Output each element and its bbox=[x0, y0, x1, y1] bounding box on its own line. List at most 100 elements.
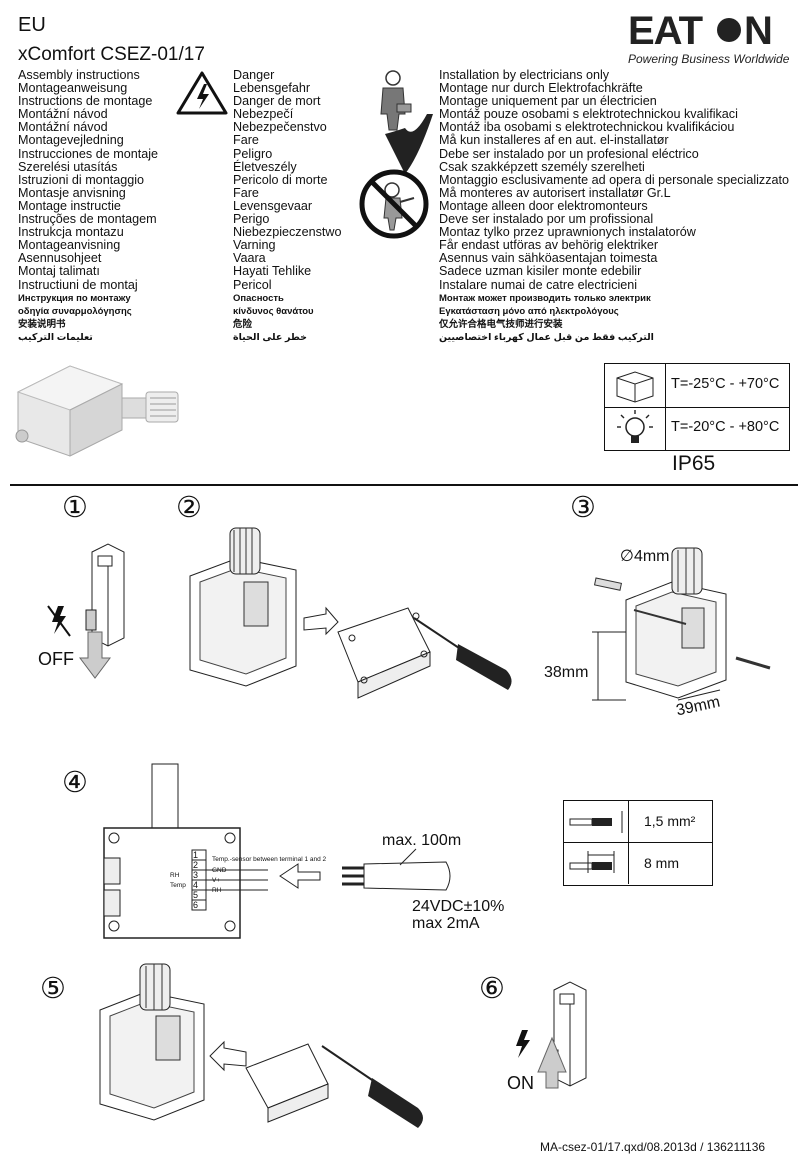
list-item: Montaggio esclusivamente ad opera di per… bbox=[439, 172, 790, 187]
list-item: 危险 bbox=[233, 318, 253, 330]
list-item: Fare bbox=[233, 133, 259, 148]
list-item: Nebezpečenstvo bbox=[233, 120, 327, 135]
list-item: Peligro bbox=[233, 146, 273, 161]
list-item: Fare bbox=[233, 185, 259, 200]
close-housing-illustration bbox=[96, 960, 436, 1150]
step-2-number: ② bbox=[176, 492, 202, 524]
terminal-4: 4 bbox=[193, 880, 199, 890]
drill-diameter-label: ∅4mm bbox=[620, 548, 670, 565]
list-item: Montasje anvisning bbox=[18, 185, 126, 200]
on-label: ON bbox=[507, 1073, 534, 1093]
list-item: Montaj talimatı bbox=[18, 264, 100, 279]
list-item: التركيب فقط من قبل عمال كهرباء اختصاصيين bbox=[439, 331, 654, 343]
list-item: Instalare numai de catre electricieni bbox=[439, 277, 638, 292]
list-item: Nebezpečí bbox=[233, 107, 294, 122]
document-code: MA-csez-01/17.qxd/08.2013d / 136211136 bbox=[540, 1140, 766, 1154]
terminal-1: 1 bbox=[193, 850, 199, 860]
breaker-on-illustration bbox=[508, 978, 608, 1098]
terminal-4-desc: RH bbox=[212, 887, 222, 894]
list-item: تعليمات التركيب bbox=[18, 331, 93, 343]
high-voltage-warning-icon bbox=[176, 70, 228, 116]
list-item: Lebensgefahr bbox=[233, 81, 311, 96]
product-image bbox=[10, 358, 188, 458]
list-item: Instructiuni de montaj bbox=[18, 277, 138, 292]
wire-cross-section-icon bbox=[564, 801, 629, 842]
open-housing-illustration bbox=[186, 520, 530, 720]
light-bulb-icon bbox=[605, 407, 666, 450]
list-item: Danger de mort bbox=[233, 94, 321, 109]
list-item: Installation by electricians only bbox=[439, 68, 610, 82]
svg-text:EAT: EAT bbox=[628, 9, 703, 48]
list-item: Perigo bbox=[233, 212, 270, 227]
list-item: Instrukcja montazu bbox=[18, 225, 124, 240]
storage-temp-row: T=-25°C - +70°C bbox=[605, 364, 789, 408]
list-item: Montage alleen door elektromonteurs bbox=[439, 198, 648, 213]
step-5-number: ⑤ bbox=[40, 973, 66, 1005]
step-6-number: ⑥ bbox=[479, 973, 505, 1005]
operating-temp: T=-20°C - +80°C bbox=[671, 419, 780, 435]
no-unqualified-person-icon bbox=[358, 168, 430, 240]
terminal-3: 3 bbox=[193, 870, 199, 880]
list-item: Varning bbox=[233, 238, 276, 253]
rh-label: RH bbox=[170, 872, 180, 879]
terminal-3-desc: V+ bbox=[212, 877, 221, 884]
list-item: Montageanweisung bbox=[18, 81, 128, 96]
list-item: Montaz tylko przez uprawnionych instalat… bbox=[439, 225, 696, 240]
list-item: Niebezpieczenstwo bbox=[233, 225, 342, 240]
list-item: Vaara bbox=[233, 251, 266, 266]
list-item: Assembly instructions bbox=[18, 68, 140, 82]
list-item: Инструкция по монтажу bbox=[18, 292, 131, 304]
list-item: Pericolo di morte bbox=[233, 172, 328, 187]
list-item: Csak szakképzett személy szerelheti bbox=[439, 159, 645, 174]
terminal-5: 5 bbox=[193, 890, 199, 900]
list-item: Montage instructie bbox=[18, 198, 121, 213]
list-item: Instructions de montage bbox=[18, 94, 153, 109]
list-item: Sadece uzman kisiler monte edebilir bbox=[439, 264, 642, 279]
operating-temp-row: T=-20°C - +80°C bbox=[605, 407, 789, 450]
list-item: Életveszély bbox=[233, 159, 297, 174]
list-item: 仅允许合格电气技师进行安装 bbox=[439, 318, 563, 330]
max-current: max 2mA bbox=[412, 915, 480, 932]
electrician-approved-icon bbox=[375, 68, 435, 180]
danger-list: Danger Lebensgefahr Danger de mort Nebez… bbox=[233, 68, 342, 344]
list-item: 安装说明书 bbox=[18, 318, 66, 330]
terminal-1-desc: Temp.-sensor between terminal 1 and 2 bbox=[212, 856, 327, 863]
list-item: Montage uniquement par un électricien bbox=[439, 94, 657, 109]
list-item: Montážní návod bbox=[18, 120, 108, 135]
list-item: Εγκατάσταση μόνο από ηλεκτρολόγους bbox=[439, 305, 619, 317]
terminal-numbers: 1 2 3 4 5 6 bbox=[193, 850, 198, 910]
list-item: Pericol bbox=[233, 277, 272, 292]
temp-label: Temp bbox=[170, 882, 186, 889]
list-item: Instruções de montagem bbox=[18, 212, 157, 227]
height-dimension-label: 38mm bbox=[544, 664, 589, 681]
list-item: Монтаж может производить только электрик bbox=[439, 292, 651, 304]
cross-section-value: 1,5 mm² bbox=[644, 813, 696, 829]
list-item: Danger bbox=[233, 68, 275, 82]
installation-list: Installation by electricians only Montag… bbox=[439, 68, 790, 344]
ip-rating: IP65 bbox=[672, 452, 716, 475]
eaton-logo: EAT N bbox=[628, 8, 796, 53]
list-item: κίνδυνος θανάτου bbox=[233, 305, 314, 317]
list-item: Montážní návod bbox=[18, 107, 108, 122]
cable-illustration bbox=[276, 860, 466, 896]
supply-voltage: 24VDC±10% bbox=[412, 898, 505, 915]
section-divider bbox=[10, 484, 798, 486]
wire-spec-table: 1,5 mm² 8 mm bbox=[563, 800, 713, 886]
terminal-2: 2 bbox=[193, 860, 199, 870]
svg-text:N: N bbox=[744, 9, 773, 48]
list-item: Får endast utföras av behörig elektriker bbox=[439, 238, 659, 253]
storage-box-icon bbox=[605, 364, 666, 407]
list-item: Szerelési utasítás bbox=[18, 159, 118, 174]
region-label: EU bbox=[18, 14, 46, 36]
cross-section-row: 1,5 mm² bbox=[564, 801, 712, 843]
list-item: Må monteres av autorisert installatør Gr… bbox=[439, 185, 671, 200]
breaker-off-illustration bbox=[38, 540, 134, 680]
strip-length-row: 8 mm bbox=[564, 843, 712, 884]
list-item: Må kun installeres af en aut. el-install… bbox=[439, 133, 669, 148]
terminal-6: 6 bbox=[193, 900, 199, 910]
list-item: Hayati Tehlike bbox=[233, 264, 312, 279]
list-item: Debe ser instalado por un profesional el… bbox=[439, 146, 699, 161]
list-item: Istruzioni di montaggio bbox=[18, 172, 145, 187]
instructions-list: Assembly instructions Montageanweisung I… bbox=[18, 68, 158, 344]
list-item: Asennus vain sähköasentajan toimesta bbox=[439, 251, 658, 266]
